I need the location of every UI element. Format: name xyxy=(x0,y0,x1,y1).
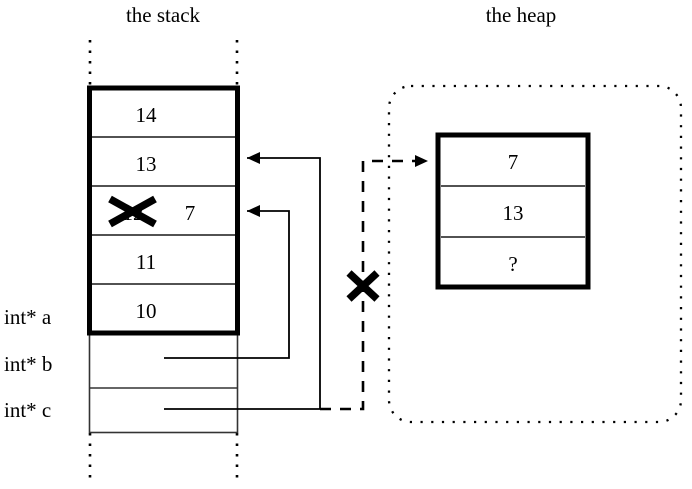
stack-pointer-cells xyxy=(88,332,239,434)
arrow-c-to-stack-cell xyxy=(164,152,321,410)
heap-cell-value-1: 13 xyxy=(502,201,524,225)
stack-cell-value-4: 10 xyxy=(135,299,157,323)
arrow-dangling-to-heap xyxy=(320,155,428,411)
stack-cell-value-1: 13 xyxy=(135,152,157,176)
stack-bottom-dotted-edges xyxy=(88,433,239,484)
stack-cell-value-3: 11 xyxy=(135,250,157,274)
heap-cell-value-2: ? xyxy=(508,252,518,276)
arrow-b-to-stack-cell xyxy=(164,205,290,359)
heap-region-outline xyxy=(387,84,683,424)
broken-pointer-x-mark xyxy=(346,270,380,302)
stack-variable-label-c: int* c xyxy=(4,398,52,422)
stack-title: the stack xyxy=(125,3,201,27)
stack-cell-value-2-struck: 12 xyxy=(122,201,144,225)
stack-cell-value-0: 14 xyxy=(135,103,157,127)
stack-variable-label-a: int* a xyxy=(4,305,52,329)
stack-boxed-cells xyxy=(87,85,240,336)
strikeout-x-mark xyxy=(108,195,157,228)
heap-cell-value-0: 7 xyxy=(507,150,519,174)
stack-cell-value-2-replacement: 7 xyxy=(184,201,196,225)
heap-title: the heap xyxy=(485,3,557,27)
stack-variable-label-b: int* b xyxy=(4,352,53,376)
stack-top-dotted-edges xyxy=(88,40,239,87)
heap-block-cells xyxy=(435,132,591,290)
